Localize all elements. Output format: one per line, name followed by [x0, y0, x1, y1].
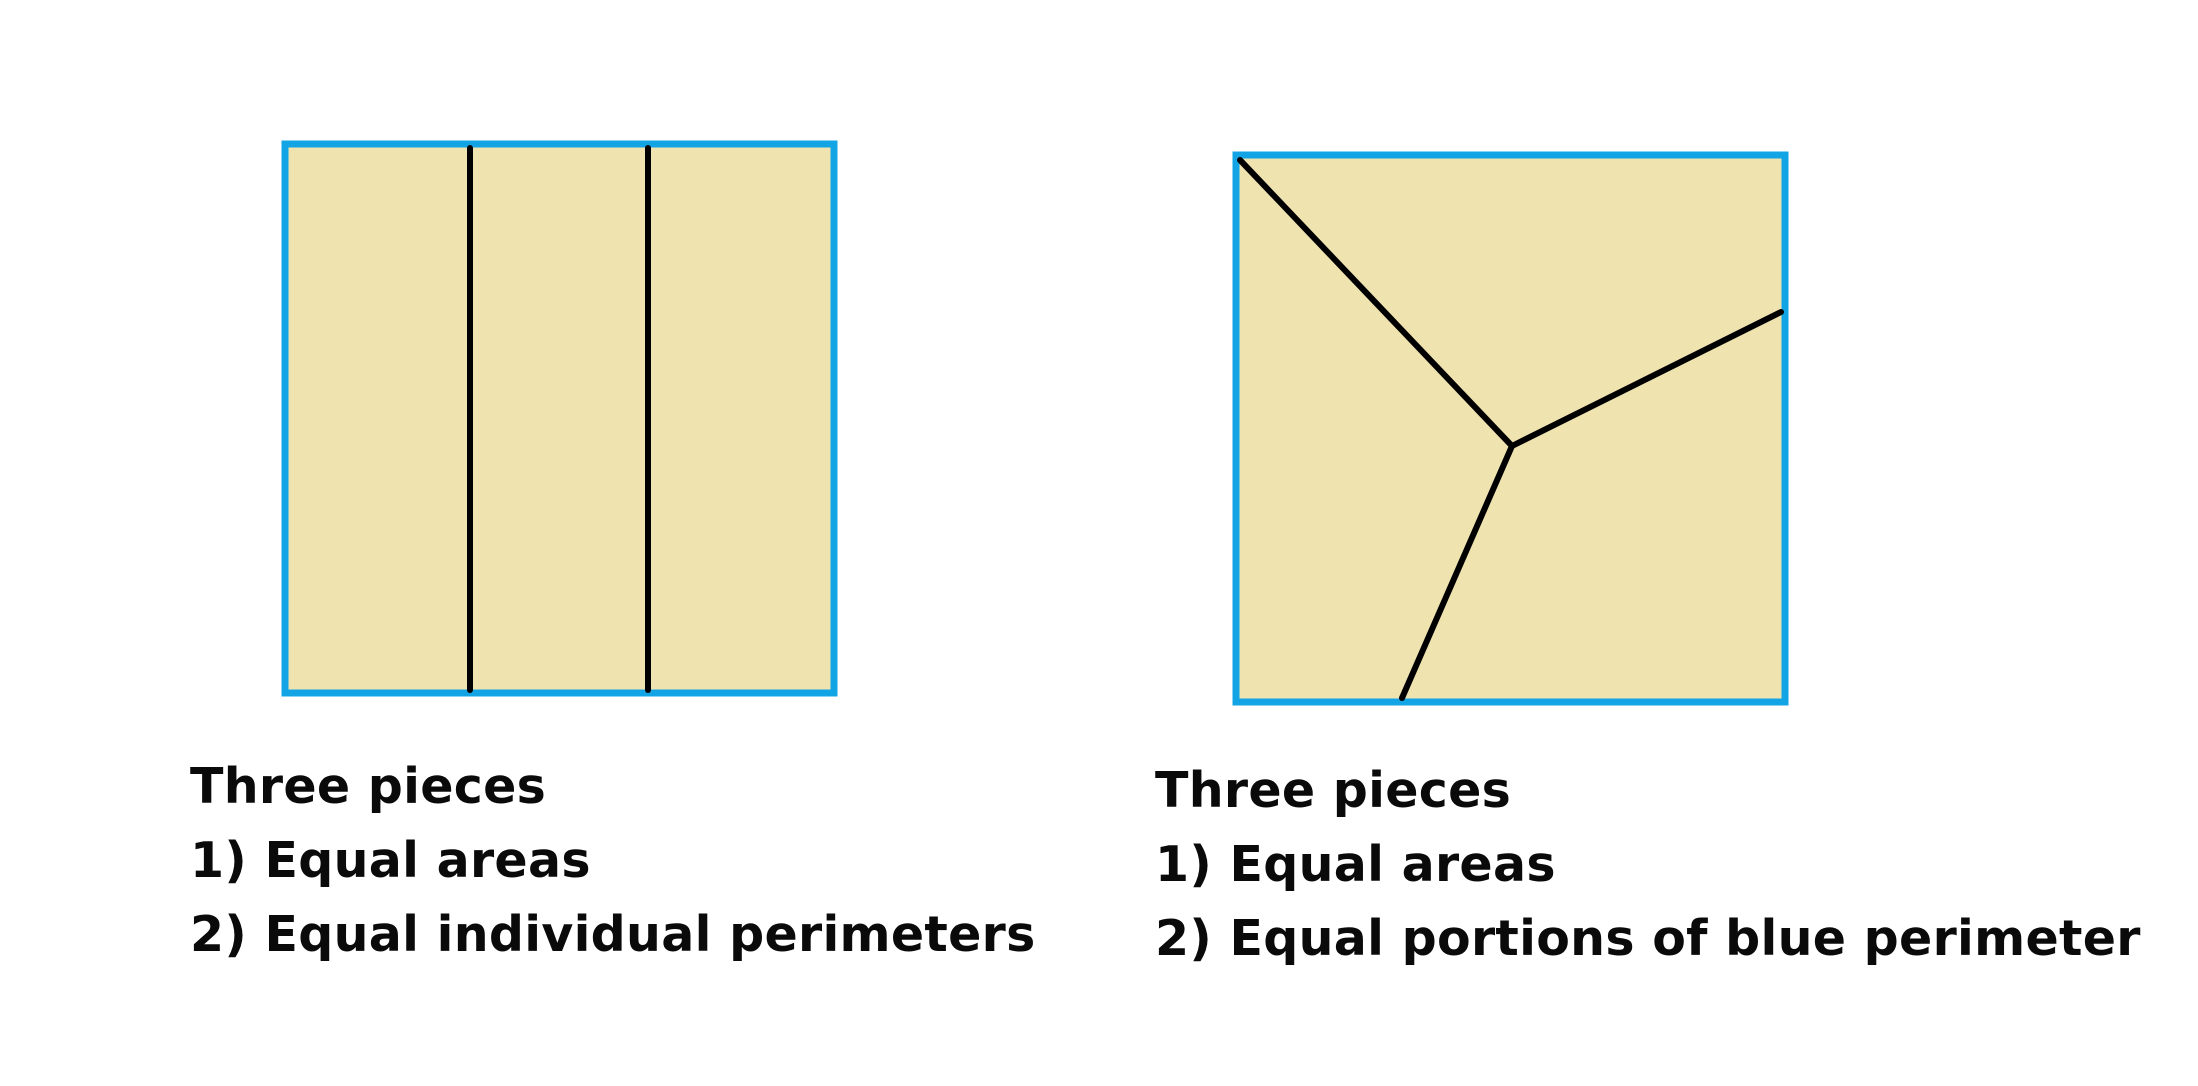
- right-caption-title: Three pieces: [1155, 762, 1512, 819]
- right-cut-line-2: [1509, 309, 1784, 449]
- left-caption-title: Three pieces: [190, 758, 547, 815]
- right-cut-line-3: [1399, 443, 1515, 701]
- right-caption: Three pieces 1) Equal areas 2) Equal por…: [1155, 754, 2141, 976]
- left-panel-figure: [281, 140, 838, 697]
- right-panel-figure: [1232, 151, 1789, 706]
- right-caption-condition-1: 1) Equal areas: [1155, 836, 1556, 893]
- right-square: [1232, 151, 1789, 706]
- left-caption-condition-2: 2) Equal individual perimeters: [190, 906, 1036, 963]
- left-square: [281, 140, 838, 697]
- left-caption: Three pieces 1) Equal areas 2) Equal ind…: [190, 750, 1036, 972]
- right-cut-line-1: [1237, 157, 1515, 449]
- right-caption-condition-2: 2) Equal portions of blue perimeter: [1155, 910, 2141, 967]
- left-caption-condition-1: 1) Equal areas: [190, 832, 591, 889]
